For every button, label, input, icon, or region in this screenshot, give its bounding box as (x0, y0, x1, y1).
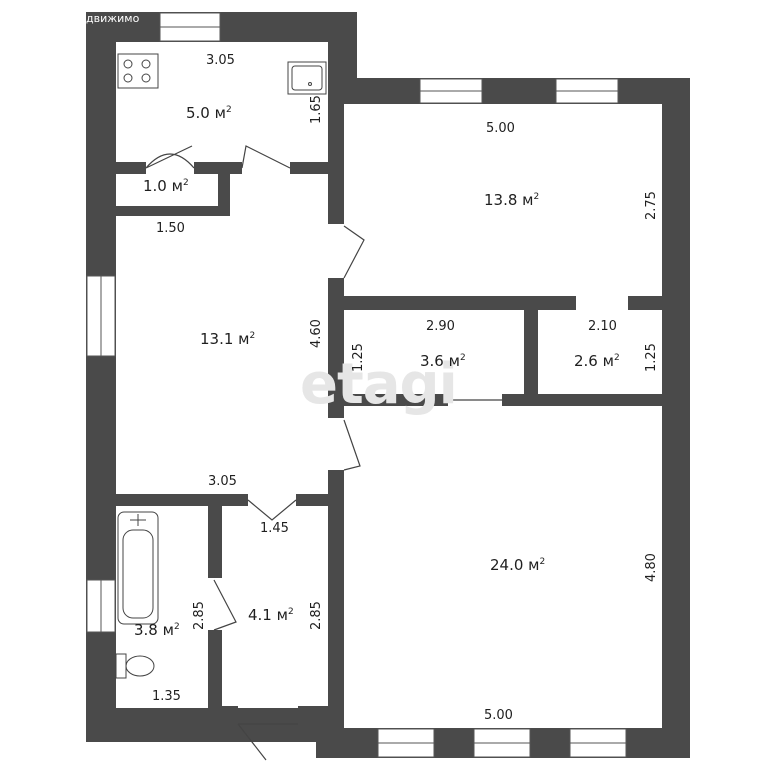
room-area-left: 13.1 м2 (200, 330, 255, 348)
dim-big-height: 4.80 (644, 553, 659, 582)
door-hall-top (247, 499, 297, 521)
room-area-bath: 3.8 м2 (134, 621, 180, 639)
windows (86, 12, 627, 758)
wall-left-room-bottom-a (116, 494, 248, 506)
door-top-room (343, 225, 365, 279)
door-bath (213, 579, 237, 631)
door-closet (145, 145, 195, 169)
doors (145, 145, 502, 761)
fixtures (115, 53, 327, 679)
stove-icon (117, 53, 159, 89)
room-labels: 5.0 м2 1.0 м2 13.1 м2 13.8 м2 3.6 м2 2.6… (134, 104, 620, 639)
bathtub-icon (117, 511, 159, 625)
dim-hall-width: 1.45 (260, 521, 289, 536)
dim-left-width: 3.05 (208, 474, 237, 489)
dim-hall-height: 2.85 (309, 601, 324, 630)
room-area-store-a: 3.6 м2 (420, 352, 466, 370)
wall-top-room-bottom-left (344, 296, 576, 310)
room-area-top: 13.8 м2 (484, 191, 539, 209)
room-area-kitchen: 5.0 м2 (186, 104, 232, 122)
wall-closet-bottom (116, 206, 230, 216)
wall-left-room-bottom-b (296, 494, 330, 506)
wall-center-vertical-mid (328, 278, 344, 418)
dim-store-a-width: 2.90 (426, 319, 455, 334)
dim-bath-width: 1.35 (152, 689, 181, 704)
toilet-icon (115, 653, 155, 679)
wall-hall-bottom (222, 706, 238, 742)
room-area-closet: 1.0 м2 (143, 177, 189, 195)
room-area-store-b: 2.6 м2 (574, 352, 620, 370)
dim-big-width: 5.00 (484, 708, 513, 723)
wall-top-room-bottom-right (628, 296, 662, 310)
wall-store-bottom-left (344, 394, 448, 406)
dim-top-height: 2.75 (644, 191, 659, 220)
door-left-room-low (343, 419, 361, 471)
room-area-big: 24.0 м2 (490, 556, 545, 574)
interior-walls (116, 104, 662, 742)
dim-store-b-width: 2.10 (588, 319, 617, 334)
wall-kitchen-bottom-left (116, 162, 146, 174)
dim-store-b-height: 1.25 (644, 343, 659, 372)
wall-closet-right (218, 174, 230, 214)
wall-bath-hall-b (208, 630, 222, 742)
sink-icon (287, 61, 327, 95)
dim-top-width: 5.00 (486, 121, 515, 136)
wall-hall-bottom-right (298, 706, 344, 742)
dim-kitchen-width: 3.05 (206, 53, 235, 68)
dimension-labels: 3.05 1.65 5.00 2.75 1.50 4.60 3.05 2.90 … (152, 53, 659, 723)
dim-closet-width: 1.50 (156, 221, 185, 236)
dim-store-a-height: 1.25 (351, 343, 366, 372)
dim-bath-height: 2.85 (192, 601, 207, 630)
source-label: движимо (86, 12, 140, 25)
wall-center-vertical-bottom (328, 498, 344, 728)
wall-store-bottom-right (502, 394, 662, 406)
wall-store-divider (524, 310, 538, 406)
wall-kitchen-bottom-right (290, 162, 330, 174)
wall-bath-hall-a (208, 506, 222, 578)
outer-walls (86, 12, 690, 758)
dim-left-height: 4.60 (309, 319, 324, 348)
door-entrance (237, 723, 298, 761)
walls (86, 12, 690, 758)
watermark: etagi (300, 352, 457, 417)
dim-kitchen-height: 1.65 (309, 95, 324, 124)
wall-center-vertical-top (328, 104, 344, 224)
room-area-hall: 4.1 м2 (248, 606, 294, 624)
door-kitchen (241, 145, 291, 169)
wall-kitchen-bottom-mid (194, 162, 242, 174)
